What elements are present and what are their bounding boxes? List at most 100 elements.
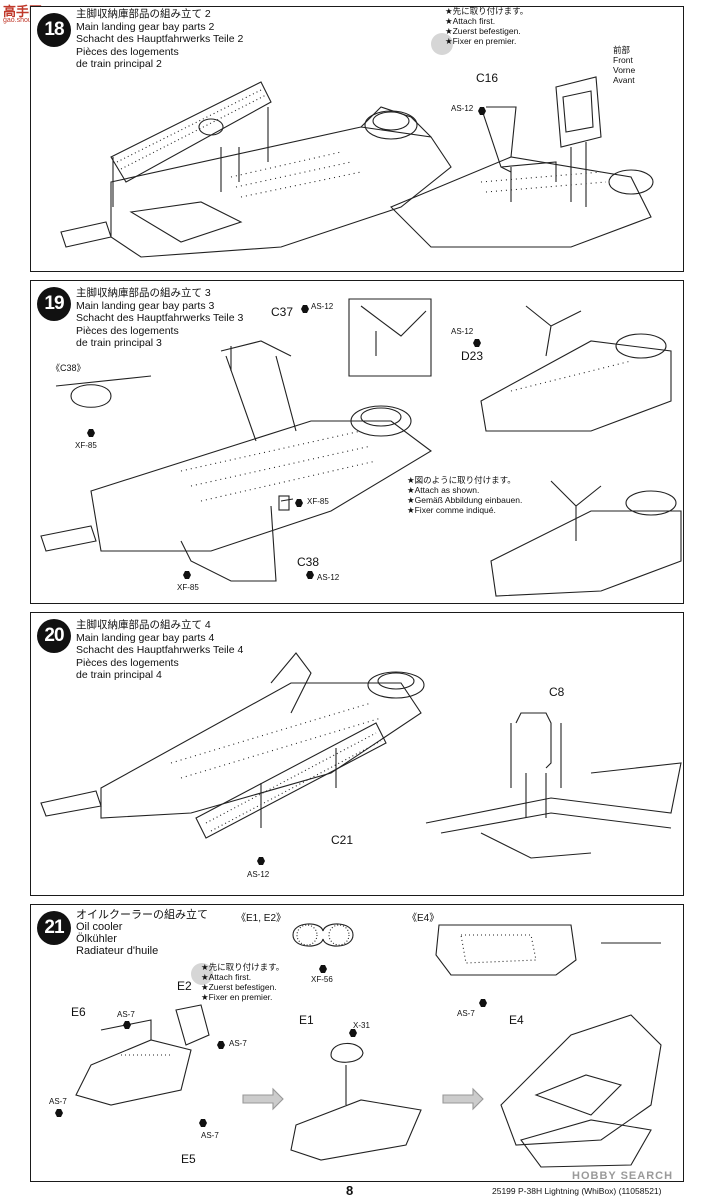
hex-screw-icon [349, 1029, 357, 1037]
hex-screw-icon [473, 339, 481, 347]
note-line: ★Fixer en premier. [445, 36, 517, 46]
direction-line: Front [613, 55, 633, 65]
watermark: HOBBY SEARCH [572, 1170, 674, 1182]
part-c16-label: C16 [476, 71, 499, 85]
step-20-panel: 20 主脚収納庫部品の組み立て 4 Main landing gear bay … [30, 612, 684, 896]
note-line: ★Attach first. [201, 972, 252, 982]
part-c8-label: C8 [549, 685, 565, 699]
step-21-illustration [75, 923, 662, 1168]
title-line: 主脚収納庫部品の組み立て 3 [76, 287, 211, 299]
hex-screw-icon [257, 857, 265, 865]
part-c21-label: C21 [331, 833, 354, 847]
note-line: ★先に取り付けます。 [201, 962, 285, 972]
title-line: Radiateur d'huile [76, 945, 159, 957]
part-as12-label: AS-12 [247, 870, 270, 879]
step-19-title: 主脚収納庫部品の組み立て 3 Main landing gear bay par… [76, 287, 243, 350]
step-20-badge: 20 [37, 619, 71, 653]
title-line: Oil cooler [76, 921, 123, 933]
title-line: Main landing gear bay parts 3 [76, 299, 215, 312]
part-as12-label: AS-12 [317, 573, 340, 582]
part-as12-label: AS-12 [451, 104, 474, 113]
title-line: Pièces des logements [76, 324, 179, 337]
part-as7-label: AS-7 [49, 1097, 67, 1106]
part-e6-label: E6 [71, 1005, 86, 1019]
hex-screw-icon [217, 1041, 225, 1049]
title-line: Main landing gear bay parts 4 [76, 631, 215, 644]
hex-screw-icon [199, 1119, 207, 1127]
direction-line: Vorne [613, 65, 636, 75]
site-logo-subtitle: gao.shou.com [3, 17, 47, 24]
part-xf56-label: XF-56 [311, 975, 333, 984]
part-as7-label: AS-7 [229, 1039, 247, 1048]
page-number: 8 [346, 1183, 354, 1198]
e4-reference-label: 《E4》 [407, 913, 440, 924]
note-line: ★Fixer en premier. [201, 992, 273, 1002]
front-direction-label: 前部 Front Vorne Avant [613, 45, 635, 85]
part-as12-label: AS-12 [451, 327, 474, 336]
title-line: 主脚収納庫部品の組み立て 2 [76, 8, 211, 20]
hex-screw-icon [478, 107, 486, 115]
step-18-illustration [60, 76, 654, 258]
note-line: ★Zuerst befestigen. [445, 26, 521, 36]
step-21-badge: 21 [37, 911, 71, 945]
direction-line: 前部 [613, 45, 631, 55]
part-as12-label: AS-12 [311, 302, 334, 311]
part-xf85-label: XF-85 [75, 441, 97, 450]
part-e2-label: E2 [177, 979, 192, 993]
hex-screw-icon [479, 999, 487, 1007]
hex-screw-icon [55, 1109, 63, 1117]
product-code: 25199 P-38H Lightning (WhiBox) (11058521… [492, 1186, 662, 1196]
part-c38-label: C38 [297, 555, 320, 569]
attach-first-note: ★先に取り付けます。 ★Attach first. ★Zuerst befest… [201, 962, 284, 1002]
note-line: ★Zuerst befestigen. [201, 982, 277, 992]
part-d23-label: D23 [461, 349, 484, 363]
part-x31-label: X-31 [353, 1021, 370, 1030]
step-20-illustration [40, 652, 682, 859]
step-18-panel: 18 主脚収納庫部品の組み立て 2 Main landing gear bay … [30, 6, 684, 272]
part-as7-label: AS-7 [117, 1010, 135, 1019]
part-as7-label: AS-7 [201, 1131, 219, 1140]
part-xf85-label: XF-85 [177, 583, 199, 592]
title-line: Pièces des logements [76, 45, 179, 58]
hex-screw-icon [319, 965, 327, 973]
step-20-title: 主脚収納庫部品の組み立て 4 Main landing gear bay par… [76, 619, 243, 682]
part-e5-label: E5 [181, 1152, 196, 1166]
part-c37-label: C37 [271, 305, 294, 319]
step-19-badge: 19 [37, 287, 71, 321]
title-line: Ölkühler [76, 933, 117, 945]
note-line: ★図のように取り付けます。 [407, 475, 516, 485]
title-line: 主脚収納庫部品の組み立て 4 [76, 619, 211, 631]
title-line: オイルクーラーの組み立て [76, 909, 208, 921]
note-line: ★Attach first. [445, 16, 496, 26]
title-line: Schacht des Hauptfahrwerks Teile 4 [76, 644, 244, 656]
step-18-title: 主脚収納庫部品の組み立て 2 Main landing gear bay par… [76, 8, 243, 71]
note-marker [431, 33, 453, 55]
hex-screw-icon [123, 1021, 131, 1029]
step-18-badge: 18 [37, 13, 71, 47]
step-21-title: オイルクーラーの組み立て Oil cooler Ölkühler Radiate… [76, 909, 208, 957]
hex-screw-icon [306, 571, 314, 579]
hex-screw-icon [301, 305, 309, 313]
part-e4-label: E4 [509, 1013, 524, 1027]
title-line: Schacht des Hauptfahrwerks Teile 3 [76, 312, 244, 324]
part-as7-label: AS-7 [457, 1009, 475, 1018]
title-line: de train principal 2 [76, 58, 162, 70]
note-line: ★Gemäß Abbildung einbauen. [407, 495, 523, 505]
attach-first-note: ★先に取り付けます。 ★Attach first. ★Zuerst befest… [445, 6, 528, 46]
title-line: Pièces des logements [76, 656, 179, 669]
hex-screw-icon [87, 429, 95, 437]
note-marker [191, 963, 213, 985]
title-line: Main landing gear bay parts 2 [76, 20, 215, 33]
part-e1-label: E1 [299, 1013, 314, 1027]
direction-line: Avant [613, 75, 635, 85]
step-19-panel: 19 主脚収納庫部品の組み立て 3 Main landing gear bay … [30, 280, 684, 604]
attach-as-shown-note: ★図のように取り付けます。 ★Attach as shown. ★Gemäß A… [407, 475, 522, 515]
part-xf85-label: XF-85 [307, 497, 329, 506]
note-line: ★Attach as shown. [407, 485, 480, 495]
e1-e2-reference-label: 《E1, E2》 [236, 913, 287, 924]
step-21-panel: 21 オイルクーラーの組み立て Oil cooler Ölkühler Radi… [30, 904, 684, 1182]
title-line: de train principal 4 [76, 669, 162, 681]
hex-screw-icon [183, 571, 191, 579]
step-19-illustration [40, 298, 682, 597]
hex-screw-icon [295, 499, 303, 507]
